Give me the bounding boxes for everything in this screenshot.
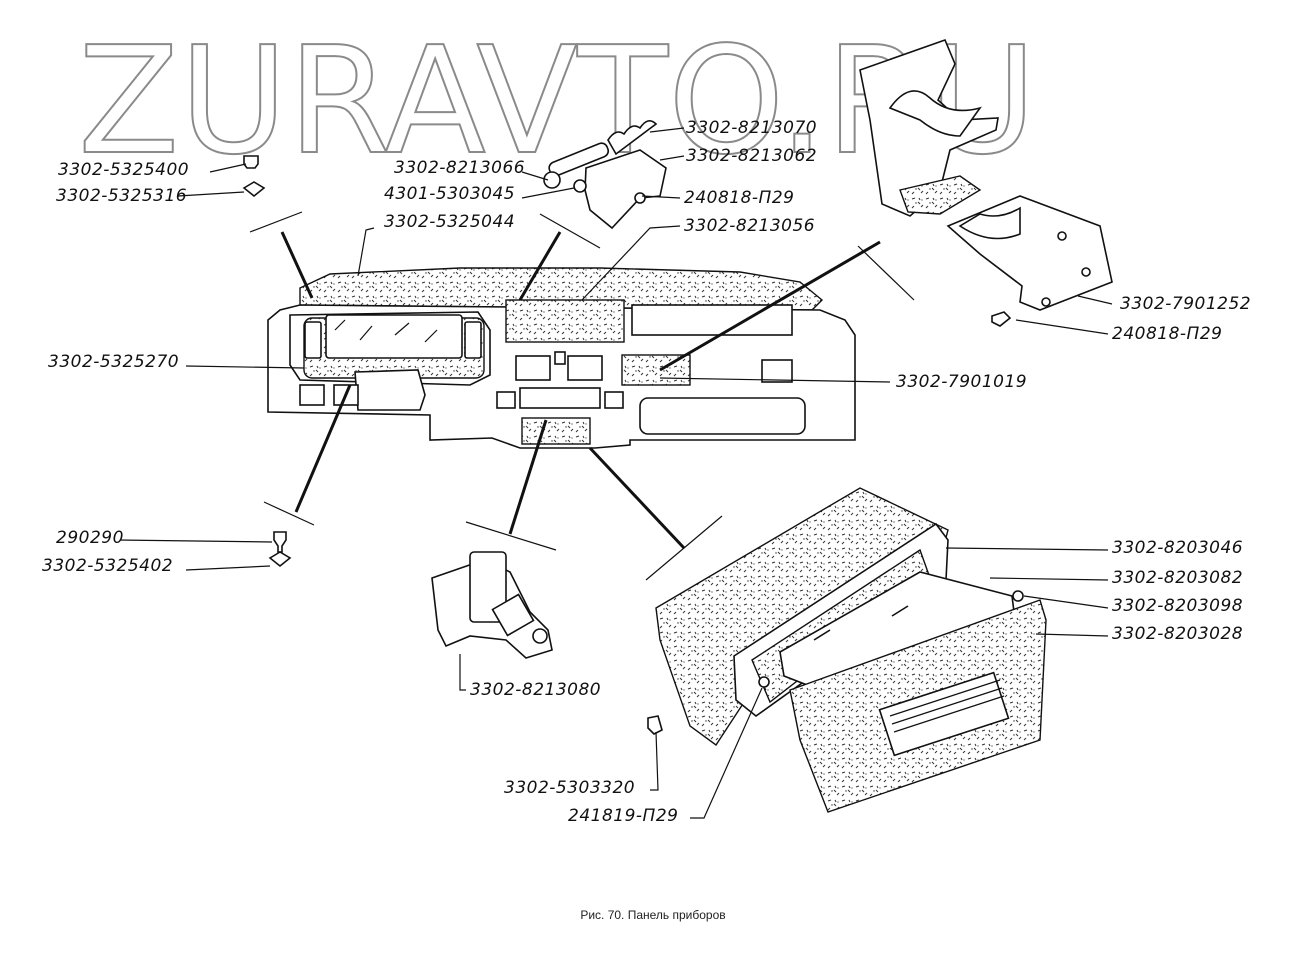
- glove-box: [655, 487, 1047, 813]
- part-label-3302-7901252: 3302-7901252: [1120, 294, 1252, 314]
- part-label-3302-5325400: 3302-5325400: [58, 160, 190, 180]
- part-label-240818-p29-a: 240818-П29: [684, 188, 795, 208]
- part-label-3302-8203098: 3302-8203098: [1112, 596, 1244, 616]
- latch-assembly: [543, 120, 667, 230]
- part-label-290290: 290290: [56, 528, 124, 548]
- part-label-3302-8213062: 3302-8213062: [686, 146, 818, 166]
- dashboard-panel: [267, 267, 856, 449]
- part-label-3302-8213066: 3302-8213066: [394, 158, 526, 178]
- part-label-3302-8213080: 3302-8213080: [470, 680, 602, 700]
- part-label-3302-7901019: 3302-7901019: [896, 372, 1028, 392]
- part-label-3302-5325270: 3302-5325270: [48, 352, 180, 372]
- part-label-3302-8203082: 3302-8203082: [1112, 568, 1244, 588]
- part-label-240818-p29-b: 240818-П29: [1112, 324, 1223, 344]
- part-label-3302-5303320: 3302-5303320: [504, 778, 636, 798]
- part-label-3302-8203046: 3302-8203046: [1112, 538, 1244, 558]
- leader-lines: [249, 211, 915, 581]
- lock-bracket: [431, 551, 553, 659]
- part-label-3302-8203028: 3302-8203028: [1112, 624, 1244, 644]
- part-label-3302-5325402: 3302-5325402: [42, 556, 174, 576]
- part-label-3302-8213056: 3302-8213056: [684, 216, 816, 236]
- part-label-4301-5303045: 4301-5303045: [384, 184, 516, 204]
- fasteners: [242, 155, 663, 735]
- figure-caption: Рис. 70. Панель приборов: [580, 908, 726, 922]
- part-label-3302-5325316: 3302-5325316: [56, 186, 188, 206]
- part-label-3302-8213070: 3302-8213070: [686, 118, 818, 138]
- bracket-assembly: [859, 38, 1113, 327]
- part-label-241819-p29: 241819-П29: [568, 806, 679, 826]
- part-label-3302-5325044: 3302-5325044: [384, 212, 516, 232]
- label-leaders: [119, 127, 1113, 819]
